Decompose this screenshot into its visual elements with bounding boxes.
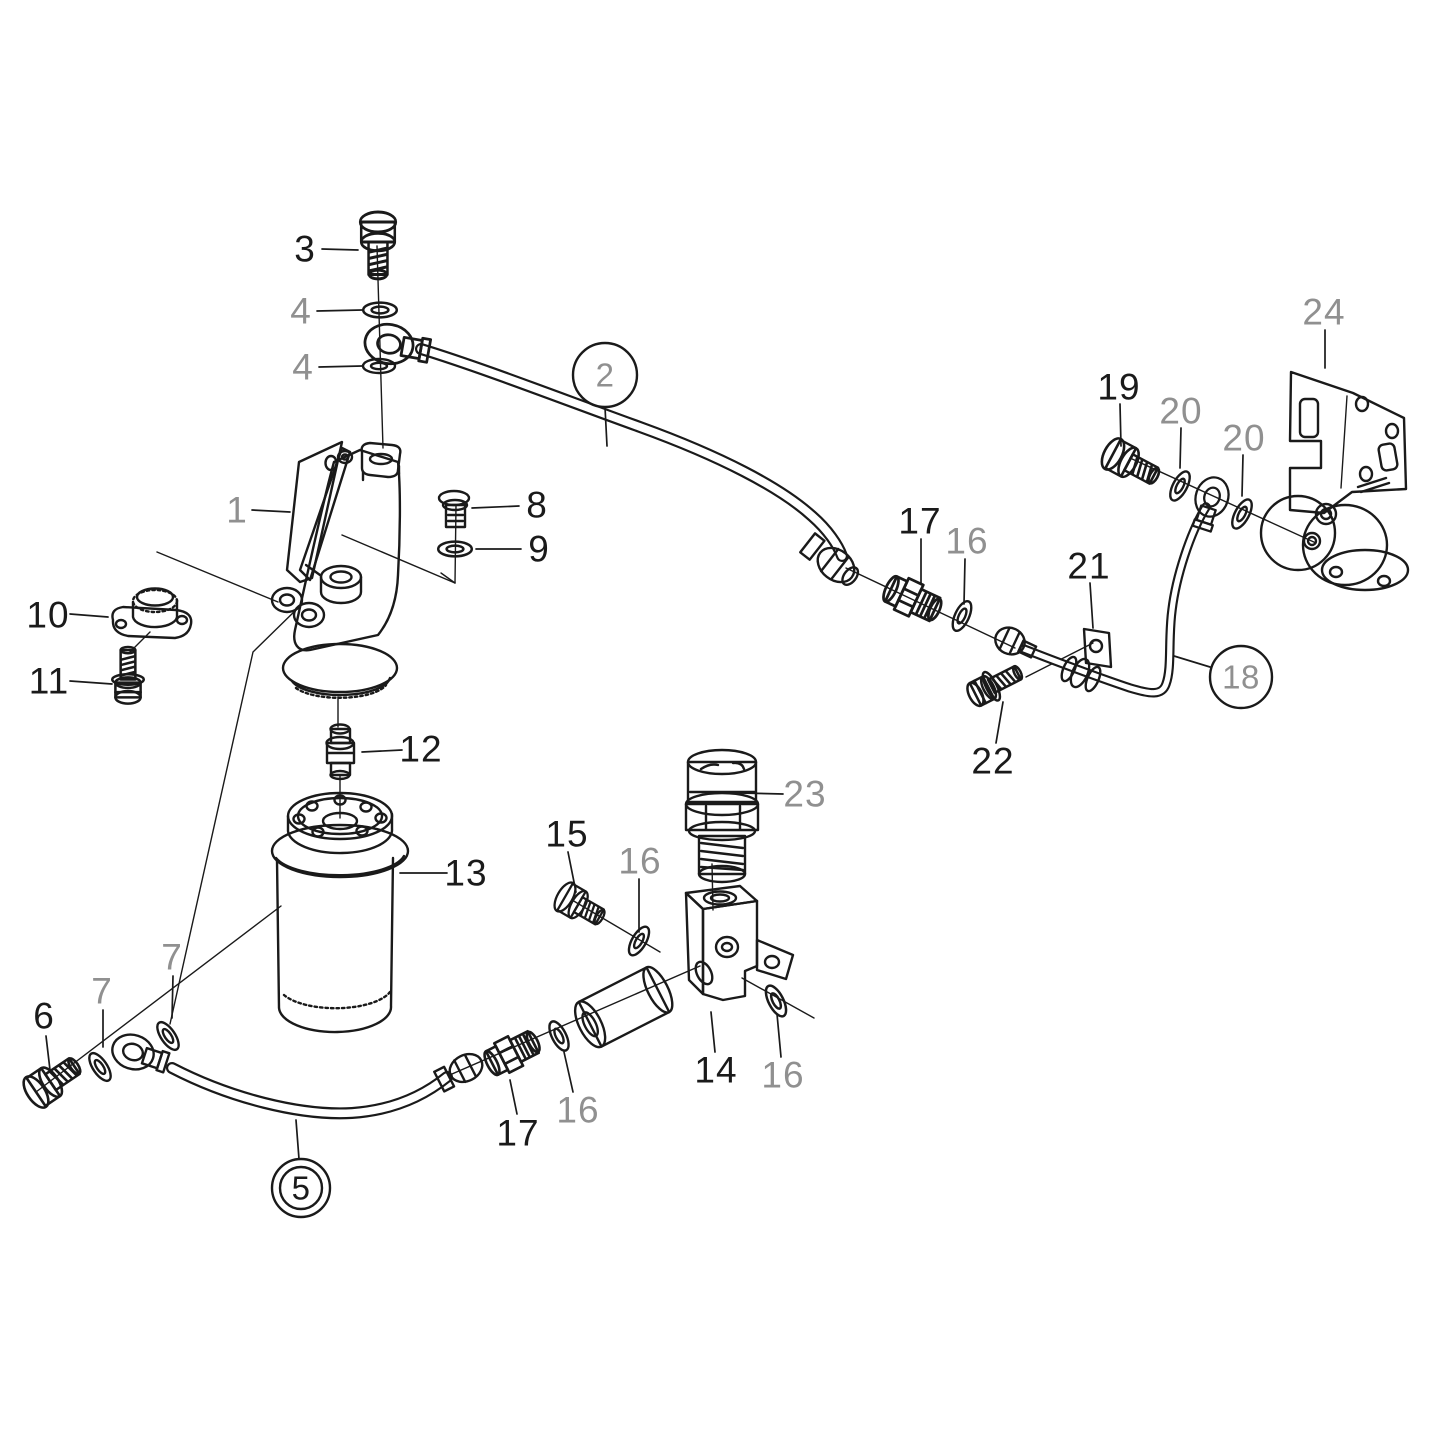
callout-sealing-washer-7: 7 [161, 937, 183, 978]
callout-washer-16: 16 [556, 1090, 599, 1131]
part-14-connector-block [684, 884, 795, 1002]
callout-clamp-21: 21 [1067, 546, 1110, 587]
badge-fuel-hose-lower-5[interactable]: 5 [270, 1157, 332, 1219]
part-6-banjo-bolt [17, 1047, 89, 1114]
callout-washer-16: 16 [761, 1055, 804, 1096]
callout-fuel-filter-13: 13 [444, 853, 487, 894]
pipe-18-bushings [1060, 655, 1102, 693]
part-20-washer-a [1165, 467, 1195, 505]
part-7-washer-b [152, 1017, 184, 1055]
part-12-nipple [325, 723, 356, 781]
badge-number-5[interactable]: 5 [292, 1170, 311, 1207]
callout-washer-16: 16 [618, 841, 661, 882]
callout-plug-8: 8 [526, 485, 548, 526]
part-17-fitting-lower [478, 1024, 546, 1082]
callout-layer: 1344677891011121314151616161617171920202… [26, 229, 1345, 1219]
part-5-fuel-hose-lower [166, 1062, 453, 1120]
part-19-banjo-bolt [1095, 433, 1167, 494]
callout-flange-bolt-22: 22 [971, 741, 1014, 782]
part-8-plug [437, 489, 471, 529]
part-15-hollow-screw [549, 878, 612, 934]
part-13-fuel-filter [270, 791, 410, 1034]
callout-sealing-washer-7: 7 [91, 971, 113, 1012]
callout-sealing-washer-4: 4 [292, 347, 314, 388]
callout-sensor-23: 23 [783, 774, 826, 815]
part-2-fuel-hose-upper [415, 343, 848, 562]
part-7-washer-a [84, 1048, 116, 1086]
part-18-fuel-pipe [1019, 502, 1211, 698]
part-10-cover [111, 587, 193, 640]
hose-2-banjo-end [360, 319, 434, 372]
callout-nipple-12: 12 [399, 729, 442, 770]
pipe-18-end-nut [994, 626, 1038, 659]
badge-number-18[interactable]: 18 [1222, 659, 1260, 696]
badge-fuel-hose-upper-2[interactable]: 2 [571, 341, 639, 409]
part-22-flange-bolt [961, 656, 1029, 713]
callout-banjo-bolt-pump-19: 19 [1097, 367, 1140, 408]
callout-banjo-bolt-lower-6: 6 [33, 996, 55, 1037]
part-23-sensor [684, 748, 760, 884]
part-4-washer-upper [361, 301, 399, 319]
part-21-clamp [1082, 627, 1113, 669]
callout-connector-block-14: 14 [694, 1050, 737, 1091]
part-1-filter-housing [270, 440, 402, 699]
callout-washer-16: 16 [945, 521, 988, 562]
callout-fuel-pump-24: 24 [1302, 292, 1345, 333]
callout-cover-10: 10 [26, 595, 69, 636]
part-11-flange-bolt [110, 645, 146, 705]
part-3-banjo-bolt [358, 210, 398, 281]
callout-flange-bolt-11: 11 [29, 661, 69, 702]
pipe-18-banjo-end [1185, 471, 1235, 535]
callout-fitting-17: 17 [496, 1113, 539, 1154]
part-16-washer-upper [947, 597, 977, 635]
callout-sealing-washer-4: 4 [290, 291, 312, 332]
callout-hollow-screw-15: 15 [545, 814, 588, 855]
part-24-fuel-pump [1259, 370, 1410, 592]
callout-filter-housing-1: 1 [226, 490, 248, 531]
hose-5-banjo-end [106, 1028, 173, 1081]
callout-banjo-bolt-top-3: 3 [294, 229, 316, 270]
callout-washer-9: 9 [528, 529, 550, 570]
hose-2-end-nut [799, 532, 860, 586]
hose-5-end-nut [433, 1052, 484, 1093]
part-16-washer-right-of-block [760, 981, 792, 1021]
callout-sealing-washer-20: 20 [1222, 418, 1265, 459]
badge-fuel-pipe-18[interactable]: 18 [1208, 644, 1274, 710]
spacer-sleeve [573, 965, 674, 1049]
callout-sealing-washer-20: 20 [1159, 391, 1202, 432]
leader-lines [45, 248, 1326, 1160]
badge-number-2[interactable]: 2 [596, 357, 615, 394]
callout-fitting-17: 17 [898, 501, 941, 542]
